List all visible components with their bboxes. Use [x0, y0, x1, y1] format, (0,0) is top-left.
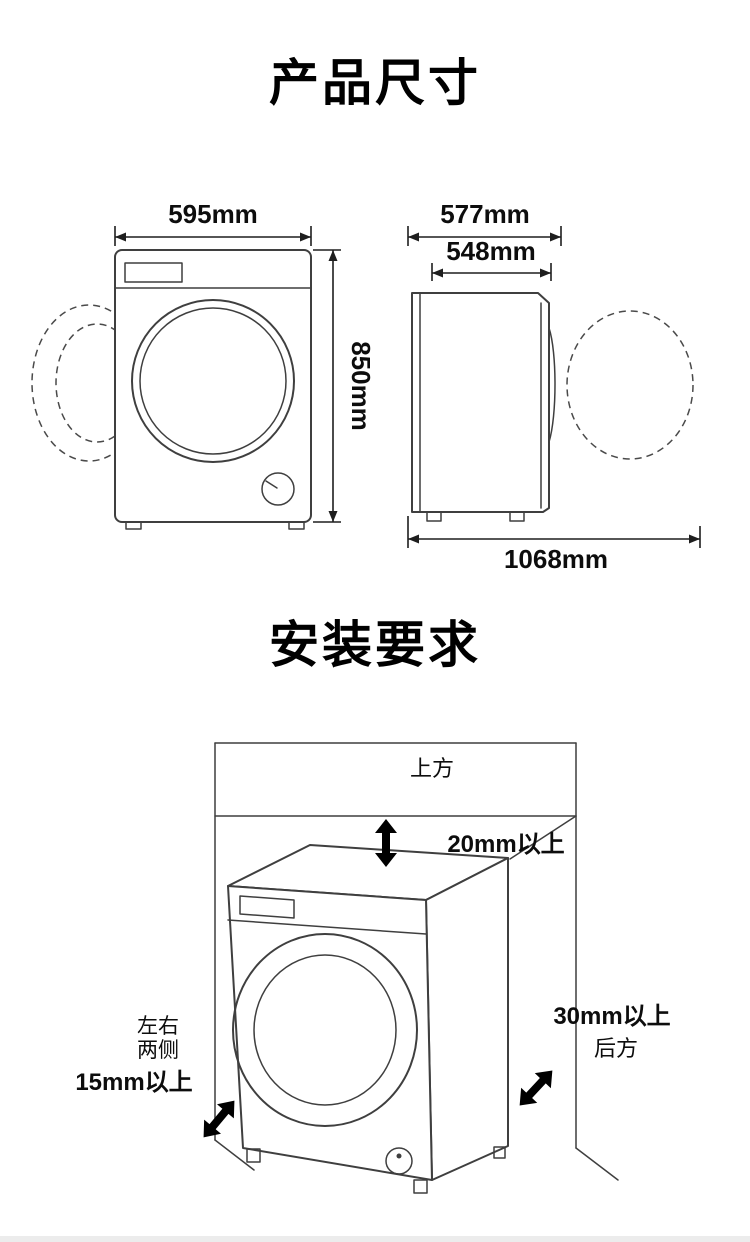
ceiling-depth-edge [509, 815, 577, 860]
above-label: 上方 [410, 756, 454, 781]
section-title-installation: 安装要求 [269, 617, 481, 673]
front-foot-left [125, 521, 142, 530]
door-inner-ring [139, 307, 287, 455]
washer-3d-view [227, 844, 509, 1194]
open-door-dashed-outline [566, 310, 694, 460]
width-dimension-label: 595mm [168, 199, 258, 229]
dimension-total-1068: 1068mm [407, 516, 701, 574]
side-view: 577mm 548mm 1068mm [407, 199, 701, 574]
front-foot-right [288, 521, 305, 530]
detergent-drawer [124, 262, 183, 283]
door-outer-ring [131, 299, 295, 463]
sides-label-line2: 两侧 [137, 1039, 179, 1062]
depth-body-dimension-label: 548mm [446, 236, 536, 266]
foot-back-right-3d [493, 1146, 506, 1159]
bottom-divider [0, 1236, 750, 1242]
floor-edge-right [575, 1147, 619, 1181]
installation-requirements-diagram: 上方 20mm以上 左右 两侧 15mm以上 30mm以上 后方 [75, 742, 671, 1194]
control-panel-strip-line [227, 919, 427, 935]
door-inner-ring-3d [253, 954, 397, 1106]
side-foot-left [426, 511, 442, 522]
sides-label-line1: 左右 [137, 1015, 179, 1038]
rear-label: 后方 [594, 1036, 638, 1061]
foot-front-left-3d [246, 1148, 261, 1163]
program-knob [261, 472, 295, 506]
door-outer-ring-3d [232, 933, 418, 1127]
side-clearance-arrow [195, 1093, 243, 1145]
washer-side-face [425, 857, 509, 1181]
side-foot-right [509, 511, 525, 522]
door-bulge-profile [548, 327, 556, 443]
height-dimension-label: 850mm [346, 341, 376, 431]
dimension-width-595: 595mm [114, 199, 312, 246]
drain-pump-cover [385, 1147, 413, 1175]
front-view: 595mm 850mm [31, 199, 376, 530]
rear-clearance-label: 30mm以上 [553, 1003, 670, 1030]
washer-front-body [114, 249, 312, 523]
rear-clearance-arrow [511, 1062, 561, 1114]
dimension-depth-577: 577mm [407, 199, 562, 246]
dimension-height-850: 850mm [313, 249, 376, 523]
section-title-product-dimensions: 产品尺寸 [269, 55, 481, 111]
washer-front-face [227, 885, 433, 1181]
display-window [239, 895, 295, 919]
program-knob-marker [265, 480, 278, 489]
product-dimensions-diagram: 595mm 850mm [31, 199, 701, 574]
depth-top-dimension-label: 577mm [440, 199, 530, 229]
total-dimension-label: 1068mm [504, 544, 608, 574]
foot-front-right-3d [413, 1179, 428, 1194]
alcove-outline [214, 742, 619, 1181]
above-clearance-label: 20mm以上 [447, 831, 564, 858]
dimension-depth-548: 548mm [431, 236, 552, 281]
floor-edge-left [214, 1139, 255, 1171]
sides-clearance-label: 15mm以上 [75, 1069, 192, 1096]
drain-pump-dot [396, 1153, 402, 1159]
washer-side-body [411, 292, 550, 513]
